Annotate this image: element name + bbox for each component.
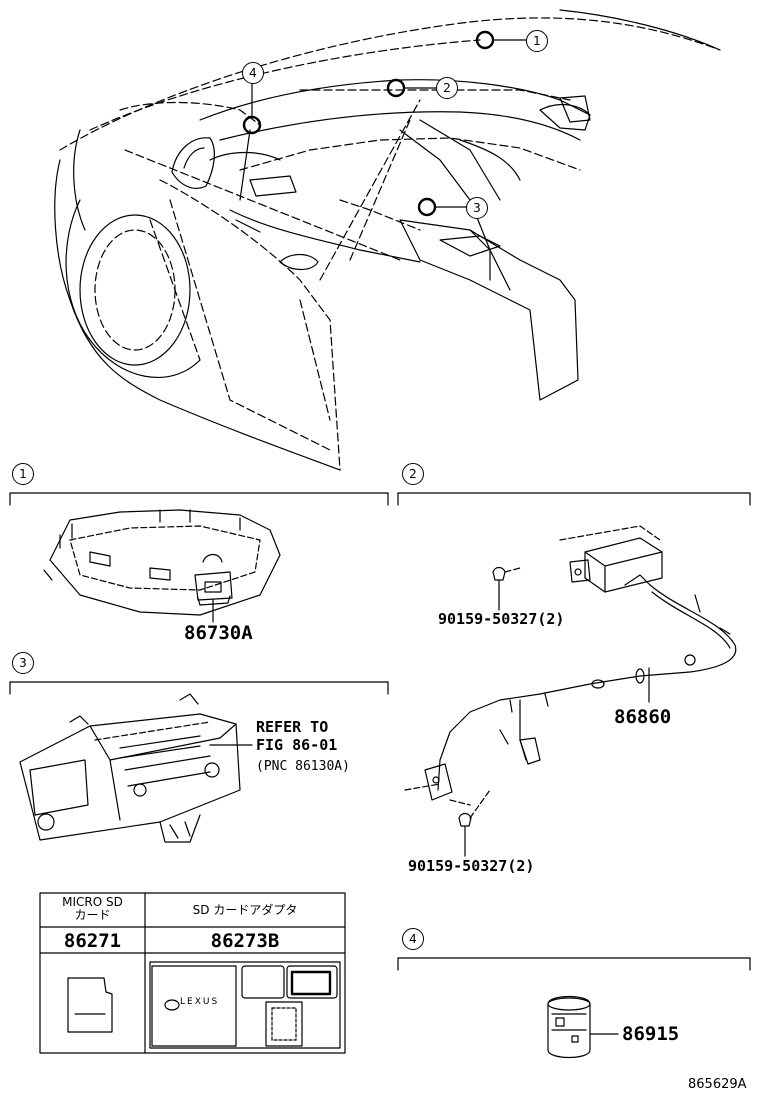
section-1-frame [9,492,389,506]
refer-text-line-3: (PNC 86130A) [256,759,350,774]
callout-markers [242,30,527,217]
sd-card-table-frame [39,892,346,1054]
section-2-frame [397,492,751,506]
table-header-micro-sd: MICRO SD カード [40,895,145,923]
figure-id: 865629A [688,1077,747,1092]
wire-harness-illustration [404,525,737,857]
callout-number-4: 4 [242,62,264,84]
micro-sd-card-illustration [67,977,113,1033]
table-header-micro-sd-line1: MICRO SD [62,895,123,909]
car-interior-illustration [54,9,721,471]
section-2-label: 2 [402,463,424,485]
sensor-part-illustration [547,995,619,1059]
callout-number-1: 1 [526,30,548,52]
section-3-label: 3 [12,652,34,674]
part-number-86915: 86915 [622,1023,680,1045]
refer-text-line-1: REFER TO [256,718,329,736]
section-4-frame [397,957,751,971]
bolt-part-number-bottom: 90159-50327(2) [408,857,535,875]
callout-number-2: 2 [436,77,458,99]
section-3-frame [9,681,389,695]
overhead-module-illustration [43,509,281,623]
table-part-number-86271: 86271 [63,930,122,952]
section-4-label: 4 [402,928,424,950]
table-header-micro-sd-line2: カード [74,908,111,923]
lexus-logo-text: LEXUS [180,997,220,1007]
sd-adapter-package-illustration [149,961,341,1049]
table-part-number-86273B: 86273B [210,930,280,952]
part-number-86730A: 86730A [184,622,253,644]
part-number-86860: 86860 [614,706,672,728]
audio-unit-illustration [19,693,253,843]
callout-number-3: 3 [466,197,488,219]
refer-text-line-2: FIG 86-01 [256,736,338,754]
section-1-label: 1 [12,463,34,485]
table-header-sd-adapter: SD カードアダプタ [192,903,298,917]
bolt-part-number-top: 90159-50327(2) [438,610,565,628]
